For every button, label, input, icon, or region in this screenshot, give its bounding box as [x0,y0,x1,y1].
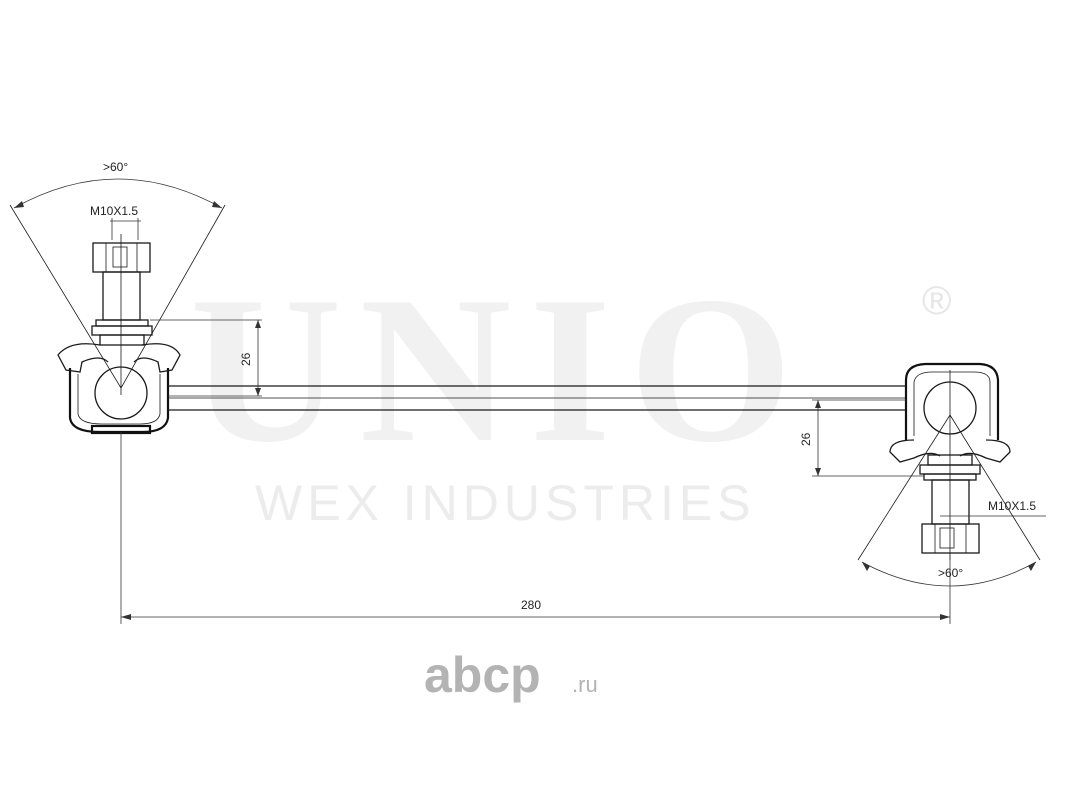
left-stud [102,271,141,321]
left-height-dimension: 26 [150,319,262,397]
watermark-subtitle: WEX INDUSTRIES [255,475,756,531]
watermark-brand: UNIO [190,254,810,486]
logo-name: abcp [424,647,541,703]
overall-length-dimension: 280 [120,432,951,624]
right-angle-arc [861,561,1037,587]
left-angle-line-a [9,204,122,389]
right-angle-label: >60° [938,566,963,580]
left-washer [95,319,149,327]
right-angle-arrow-b [1028,562,1036,571]
left-angle-arrow-b [212,201,222,208]
watermark: UNIO ® WEX INDUSTRIES [190,254,951,531]
right-angle-line-a [857,414,951,561]
left-boot [57,343,109,373]
left-thread-label: M10X1.5 [90,204,138,218]
right-nut [921,523,980,554]
right-thread-label: M10X1.5 [988,499,1036,513]
right-angle-arrow-a [862,562,870,571]
left-ball [94,366,148,420]
left-angle-line-b [120,204,226,389]
right-boot [889,439,941,463]
left-height-label: 26 [239,352,253,366]
right-stud [931,479,970,525]
left-housing [68,368,170,434]
abcp-logo: abcp .ru [424,647,598,703]
right-height-dimension: 26 [799,399,924,477]
right-ball-joint: M10X1.5 >60° [857,362,1046,587]
link-bar [168,385,906,411]
watermark-registered-mark: ® [922,279,951,323]
overall-length-label: 280 [521,598,541,612]
right-housing [904,362,1000,440]
right-angle-line-b [949,414,1041,561]
left-angle-label: >60° [103,160,128,174]
left-ball-joint: >60° M10X1.5 [9,160,226,435]
right-height-label: 26 [799,432,813,446]
left-angle-arrow-a [14,201,24,208]
logo-domain: .ru [572,672,598,697]
left-angle-arc [13,178,223,209]
